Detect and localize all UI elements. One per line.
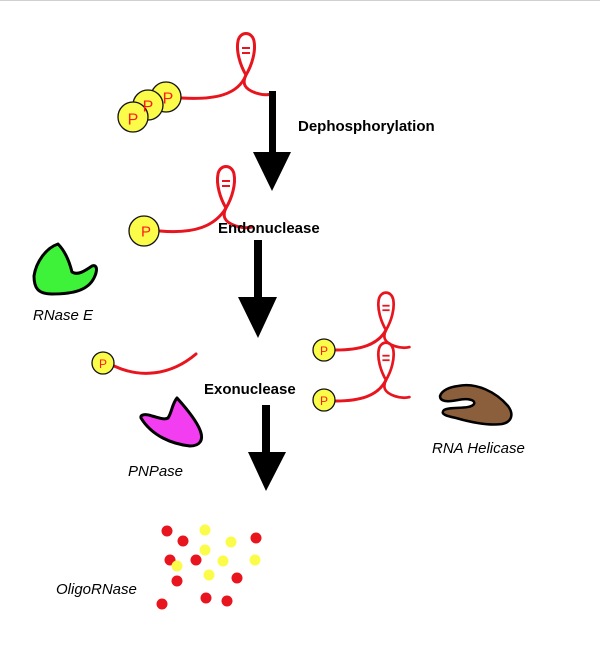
nucleotide-cluster (156, 524, 262, 610)
phosphate (128, 215, 160, 247)
short-fragment: P (91, 351, 198, 375)
enzyme-label-rna-helicase: RNA Helicase (432, 440, 525, 457)
arrow-head (253, 152, 291, 191)
nucleotide-red (161, 525, 173, 537)
rna-strand (158, 206, 228, 234)
nucleotide-red (221, 595, 233, 607)
phosphate-label: P (163, 91, 174, 108)
nucleotide-yellow (171, 560, 183, 572)
rna-strand (179, 73, 248, 100)
nucleotide-yellow (225, 536, 237, 548)
nucleotide-red (190, 554, 202, 566)
rna-strand (334, 378, 388, 403)
step-label-exonuclease: Exonuclease (204, 381, 296, 398)
arrow-shaft (254, 240, 262, 299)
rna-hairpin (235, 32, 274, 97)
pnpase-enzyme (139, 396, 204, 448)
arrow-head (248, 452, 286, 491)
nucleotide-red (200, 592, 212, 604)
rna-hairpin (376, 341, 411, 400)
arrow-shaft (269, 91, 276, 154)
nucleotide-red (171, 575, 183, 587)
rna-strand (112, 352, 198, 375)
rna-hairpin (215, 165, 254, 230)
nucleotide-red (177, 535, 189, 547)
nucleotide-red (250, 532, 262, 544)
phosphate (312, 388, 336, 412)
arrow-endonuclease (238, 240, 277, 338)
step-label-endonuclease: Endonuclease (218, 220, 320, 237)
monophosphorylated-rna: P (128, 165, 254, 247)
phosphate-label: P (99, 357, 107, 371)
nucleotide-red (156, 598, 168, 610)
phosphate-label: P (320, 394, 328, 408)
phosphate-label: P (143, 99, 154, 116)
arrow-dephosphorylation (253, 91, 291, 191)
step-label-dephosphorylation: Dephosphorylation (298, 118, 435, 135)
hairpin-fragment-lower: P (312, 341, 411, 412)
enzyme-label-oligornase: OligoRNase (56, 581, 137, 598)
phosphate (312, 338, 336, 362)
nucleotide-yellow (217, 555, 229, 567)
arrow-head (238, 297, 277, 338)
phosphate-label: P (128, 112, 139, 129)
enzyme-label-pnpase: PNPase (128, 463, 183, 480)
nucleotide-yellow (203, 569, 215, 581)
enzyme-label-rnase-e: RNase E (33, 307, 94, 324)
rna-helicase-enzyme (438, 383, 513, 426)
arrow-shaft (262, 405, 270, 454)
nucleotide-red (231, 572, 243, 584)
triphosphorylated-rna: P P P (117, 32, 274, 133)
rnase-e-shape (32, 242, 98, 296)
phosphate-group: P P P (117, 81, 182, 133)
phosphate (91, 351, 115, 375)
phosphate-label: P (141, 224, 151, 241)
rnase-e-enzyme (32, 242, 98, 296)
arrow-exonuclease (248, 405, 286, 491)
nucleotide-yellow (199, 544, 211, 556)
nucleotide-yellow (249, 554, 261, 566)
phosphate-1 (117, 101, 149, 133)
top-border (0, 0, 600, 1)
rna-helicase-shape (438, 383, 513, 426)
nucleotide-yellow (199, 524, 211, 536)
phosphate-label: P (320, 344, 328, 358)
rna-hairpin (376, 291, 411, 350)
hairpin-fragment-upper: P (312, 291, 411, 362)
pnpase-shape (139, 396, 204, 448)
